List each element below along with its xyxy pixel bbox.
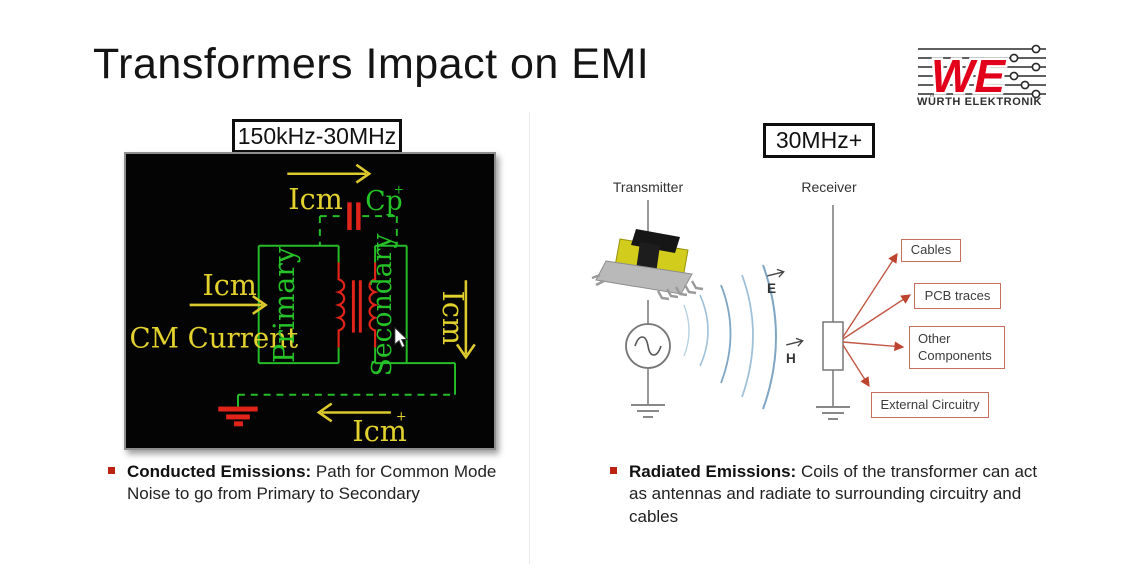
conducted-emissions-schematic-panel: Icm Icm CM Current Icm Icm + Cp + Primar… xyxy=(124,152,496,450)
circuit-yellow-labels: Icm Icm CM Current Icm Icm + xyxy=(129,182,470,448)
logo-trace-lines xyxy=(918,48,1046,95)
icm-left-arrow xyxy=(189,295,268,315)
receiver-label: Receiver xyxy=(801,179,857,195)
transmitter-label: Transmitter xyxy=(612,179,684,195)
receiver-ground-icon xyxy=(816,406,850,420)
callout-pcb-traces: PCB traces xyxy=(914,283,1001,309)
icm-bottom-plus-mark: + xyxy=(396,409,407,424)
conducted-emissions-bullet: Conducted Emissions: Path for Common Mod… xyxy=(108,461,520,506)
e-field-label: E xyxy=(767,281,776,296)
section-divider xyxy=(529,112,530,564)
conducted-emissions-term: Conducted Emissions: xyxy=(127,462,312,481)
icm-top-arrow xyxy=(287,163,372,184)
primary-label: Primary xyxy=(267,246,301,363)
coupling-arrows xyxy=(842,252,912,388)
transformer-core xyxy=(351,280,362,333)
radiated-emissions-text: Radiated Emissions: Coils of the transfo… xyxy=(629,461,1052,528)
icm-top-label: Icm xyxy=(288,182,342,216)
slide-title: Transformers Impact on EMI xyxy=(93,40,650,88)
wuerth-elektronik-logo: WE WÜRTH ELEKTRONIK xyxy=(917,44,1046,106)
callout-cables: Cables xyxy=(901,239,961,262)
circuit-green-dashed-wires xyxy=(237,215,456,396)
ac-source-icon xyxy=(625,323,671,369)
arrow-to-cables xyxy=(842,252,898,338)
cp-label: Cp xyxy=(365,186,402,217)
ground-symbol xyxy=(218,406,258,427)
radiated-wave-arcs xyxy=(683,264,777,410)
receiver-element xyxy=(822,321,844,371)
bullet-square-icon xyxy=(610,467,617,474)
radiated-emissions-bullet: Radiated Emissions: Coils of the transfo… xyxy=(610,461,1052,528)
circuit-green-wires xyxy=(236,244,457,407)
transmitter-ground-icon xyxy=(631,404,665,418)
frequency-label-conducted: 150kHz-30MHz xyxy=(232,119,402,153)
radiated-emissions-term: Radiated Emissions: xyxy=(629,462,797,481)
common-mode-circuit-diagram: Icm Icm CM Current Icm Icm + Cp + Primar… xyxy=(129,163,476,448)
cp-plus-mark: + xyxy=(394,182,404,196)
conducted-emissions-text: Conducted Emissions: Path for Common Mod… xyxy=(127,461,520,506)
e-field-arrow-icon xyxy=(767,268,785,278)
transformer-component-image xyxy=(591,229,704,301)
icm-arrows xyxy=(189,163,476,423)
h-field-label: H xyxy=(786,351,796,366)
icm-right-down-arrow xyxy=(455,280,476,360)
callout-other-components: Other Components xyxy=(909,326,1005,369)
arrow-to-other-components xyxy=(842,341,905,352)
mouse-cursor xyxy=(394,326,409,349)
circuit-green-labels: Cp + Primary Secondary xyxy=(267,182,404,376)
callout-external-circuitry: External Circuitry xyxy=(871,392,989,418)
icm-right-label: Icm xyxy=(436,291,470,345)
secondary-label: Secondary xyxy=(367,234,398,377)
parasitic-capacitor xyxy=(347,202,361,230)
bullet-square-icon xyxy=(108,467,115,474)
component-pins xyxy=(591,273,704,301)
logo-via-circles xyxy=(1009,44,1041,99)
primary-winding xyxy=(334,262,346,348)
radiated-emissions-diagram: E H xyxy=(591,200,912,420)
h-field-arrow-icon xyxy=(786,337,804,347)
cm-current-label: CM Current xyxy=(129,321,298,354)
logo-brand-text: WÜRTH ELEKTRONIK xyxy=(917,95,1042,106)
secondary-winding xyxy=(368,262,379,348)
icm-bottom-label: Icm xyxy=(352,414,406,448)
arrow-to-external-circuitry xyxy=(842,344,870,388)
conducted-emissions-desc: Path for Common Mode Noise to go from Pr… xyxy=(127,462,497,504)
icm-bottom-left-arrow xyxy=(316,402,391,423)
arrow-to-pcb-traces xyxy=(842,294,912,340)
icm-left-label: Icm xyxy=(202,268,256,302)
logo-we-letters: WE xyxy=(931,50,1006,102)
radiated-emissions-desc: Coils of the transformer can act as ante… xyxy=(629,462,1038,526)
frequency-label-radiated: 30MHz+ xyxy=(763,123,875,158)
